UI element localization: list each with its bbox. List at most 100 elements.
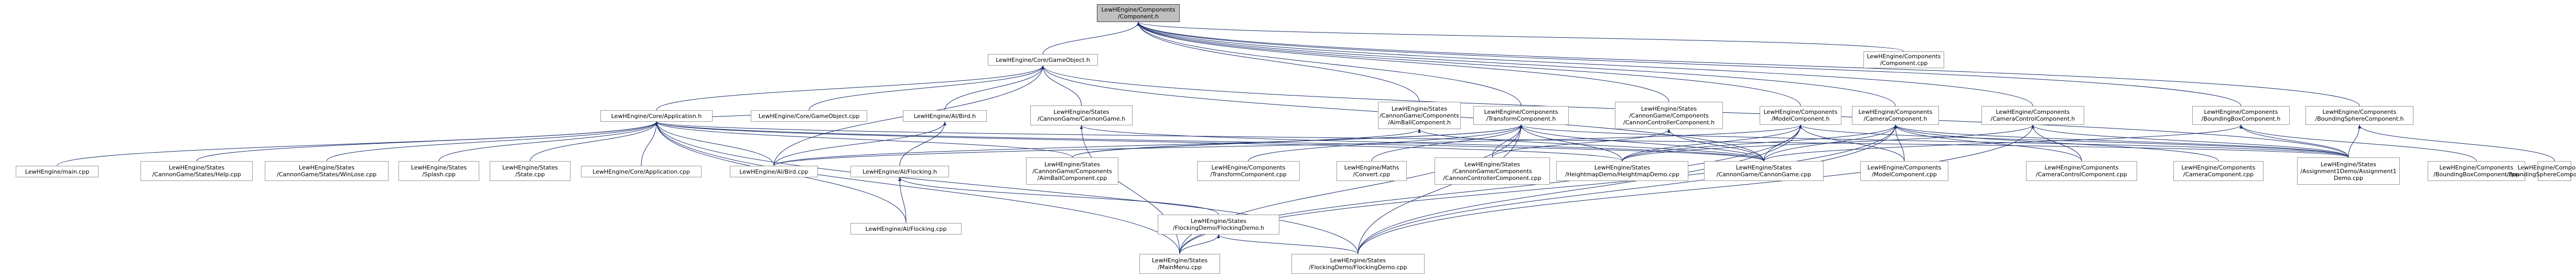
node-label-line: /CannonGame/Components xyxy=(1379,112,1459,119)
node-label-line: /CannonGame/States/Help.cpp xyxy=(152,171,241,178)
node-cameracomponent-h[interactable]: LewHEngine/Components/CameraComponent.h xyxy=(1852,106,1939,125)
node-label-line: /MainMenu.cpp xyxy=(1158,264,1202,271)
node-label-line: /ModelComponent.cpp xyxy=(1871,171,1937,178)
node-label-line: LewHEngine/Components xyxy=(2322,109,2397,115)
node-mainmenu-cpp[interactable]: LewHEngine/States/MainMenu.cpp xyxy=(1139,254,1220,274)
node-state-cpp[interactable]: LewHEngine/States/State.cpp xyxy=(490,161,570,181)
node-convert-cpp[interactable]: LewHEngine/Maths/Convert.cpp xyxy=(1336,161,1407,181)
edge-boundingbox_h-to-component_h xyxy=(1137,22,2241,106)
node-aiflocking-cpp[interactable]: LewHEngine/AI/Flocking.cpp xyxy=(850,223,962,235)
node-application-h[interactable]: LewHEngine/Core/Application.h xyxy=(600,110,713,122)
node-aibird-cpp[interactable]: LewHEngine/AI/Bird.cpp xyxy=(730,166,818,177)
edge-boundingsphere_h-to-component_h xyxy=(1137,22,2360,106)
node-component-cpp[interactable]: LewHEngine/Components/Component.cpp xyxy=(1863,51,1944,68)
node-cannoncontroller-h[interactable]: LewHEngine/States/CannonGame/Components/… xyxy=(1615,102,1723,129)
node-label-line: /BoundingSphereComponent.h xyxy=(2315,115,2404,122)
edge-aiflocking_h-to-aibird_h xyxy=(899,121,946,166)
node-aimballcomponent-cpp[interactable]: LewHEngine/States/CannonGame/Components/… xyxy=(1026,157,1118,185)
node-main-cpp[interactable]: LewHEngine/main.cpp xyxy=(16,166,99,177)
edge-mainmenu_cpp-to-application_h xyxy=(655,121,1180,254)
edge-flockingdemo_cpp-to-cameracontrol_h xyxy=(1357,124,2034,254)
node-transformcomponent-cpp[interactable]: LewHEngine/Components/TransformComponent… xyxy=(1197,161,1300,181)
node-label-line: LewHEngine/States xyxy=(1391,105,1448,112)
node-cannongame-cpp[interactable]: LewHEngine/States/CannonGame/CannonGame.… xyxy=(1704,161,1824,181)
node-cameracontrol-cpp[interactable]: LewHEngine/Components/CameraControlCompo… xyxy=(2026,161,2137,181)
node-label-line: LewHEngine/AI/Bird.cpp xyxy=(739,168,809,175)
node-label-line: LewHEngine/States xyxy=(502,164,558,171)
node-application-cpp[interactable]: LewHEngine/Core/Application.cpp xyxy=(581,166,702,177)
node-label-line: LewHEngine/Components xyxy=(2181,164,2256,171)
edge-splash_cpp-to-application_h xyxy=(438,121,658,162)
edge-heightmapdemo_cpp-to-cameracomponent_h xyxy=(1622,124,1897,162)
edge-cannongame_cpp-to-cannoncontroller_h xyxy=(1667,129,1764,162)
node-modelcomponent-h[interactable]: LewHEngine/Components/ModelComponent.h xyxy=(1760,106,1841,125)
node-label-line: LewHEngine/Components xyxy=(1996,109,2070,115)
node-cannoncontroller-cpp[interactable]: LewHEngine/States/CannonGame/Components/… xyxy=(1435,157,1550,185)
node-transformcomponent-h[interactable]: LewHEngine/Components/TransformComponent… xyxy=(1473,106,1569,125)
node-gameobject-h[interactable]: LewHEngine/Core/GameObject.h xyxy=(988,54,1098,66)
node-label-line: /Component.cpp xyxy=(1880,60,1928,67)
edge-flockingdemo_cpp-to-cameracomponent_h xyxy=(1357,124,1897,254)
node-label-line: /BoundingSphereComponent.cpp xyxy=(2506,171,2576,178)
edge-help_cpp-to-application_h xyxy=(196,121,658,162)
node-label-line: /CannonGame/States/WinLose.cpp xyxy=(276,171,377,178)
node-label-line: LewHEngine/Components xyxy=(1867,164,1942,171)
edge-aibird_cpp-to-application_h xyxy=(655,121,774,166)
edge-gameobject_cpp-to-gameobject_h xyxy=(809,65,1044,111)
node-help-cpp[interactable]: LewHEngine/States/CannonGame/States/Help… xyxy=(141,161,253,181)
node-label-line: /Component.h xyxy=(1117,13,1159,20)
node-label-line: /CameraControlComponent.h xyxy=(1990,115,2075,122)
node-splash-cpp[interactable]: LewHEngine/States/Splash.cpp xyxy=(398,161,479,181)
edge-heightmapdemo_cpp-to-cameracontrol_h xyxy=(1622,124,2034,162)
node-label-line: LewHEngine/States xyxy=(1190,218,1247,225)
edge-winlose_cpp-to-application_h xyxy=(326,121,658,162)
node-label-line: /Convert.cpp xyxy=(1353,171,1391,178)
edge-modelcomponent_h-to-component_h xyxy=(1137,22,1801,106)
edge-heightmapdemo_cpp-to-application_h xyxy=(655,121,1623,162)
node-label-line: /AimBallComponent.cpp xyxy=(1037,174,1107,182)
node-label-line: LewHEngine/AI/Flocking.cpp xyxy=(865,225,947,232)
node-aibird-h[interactable]: LewHEngine/AI/Bird.h xyxy=(903,110,987,122)
node-label-line: /CameraComponent.cpp xyxy=(2183,171,2254,178)
node-boundingbox-h[interactable]: LewHEngine/Components/BoundingBoxCompone… xyxy=(2192,106,2290,125)
node-label-line: /CameraControlComponent.cpp xyxy=(2035,171,2127,178)
edge-aibird_h-to-gameobject_h xyxy=(944,65,1044,111)
node-aimballcomponent-h[interactable]: LewHEngine/States/CannonGame/Components/… xyxy=(1378,102,1461,129)
node-component-h: LewHEngine/Components/Component.h xyxy=(1097,4,1180,22)
node-heightmapdemo-cpp[interactable]: LewHEngine/States/HeightmapDemo/Heightma… xyxy=(1556,161,1688,181)
node-label-line: /BoundingBoxComponent.cpp xyxy=(2433,171,2519,178)
edge-modelcomponent_cpp-to-modelcomponent_h xyxy=(1799,124,1905,162)
node-winlose-cpp[interactable]: LewHEngine/States/CannonGame/States/WinL… xyxy=(265,161,389,181)
node-label-line: /FlockingDemo/FlockingDemo.h xyxy=(1172,225,1265,231)
edge-cannongame_cpp-to-transformcomponent_h xyxy=(1519,124,1764,162)
node-aiflocking-h[interactable]: LewHEngine/AI/Flocking.h xyxy=(850,166,949,177)
node-modelcomponent-cpp[interactable]: LewHEngine/Components/ModelComponent.cpp xyxy=(1860,161,1948,181)
node-boundingsphere-h[interactable]: LewHEngine/Components/BoundingSphereComp… xyxy=(2305,106,2413,125)
node-label-line: LewHEngine/States xyxy=(1151,257,1208,264)
edge-main_cpp-to-application_h xyxy=(57,121,658,166)
node-assignment1-cpp[interactable]: LewHEngine/States/Assignment1Demo/Assign… xyxy=(2297,157,2400,185)
node-flockingdemo-h[interactable]: LewHEngine/States/FlockingDemo/FlockingD… xyxy=(1158,215,1279,235)
node-label-line: /CannonGame/Components xyxy=(1032,167,1112,175)
node-label-line: LewHEngine/States xyxy=(1594,164,1651,171)
node-label-line: LewHEngine/States xyxy=(1464,161,1521,168)
edge-application_h-to-gameobject_h xyxy=(656,65,1044,111)
node-gameobject-cpp[interactable]: LewHEngine/Core/GameObject.cpp xyxy=(751,110,867,122)
node-label-line: /TransformComponent.h xyxy=(1486,115,1556,122)
node-label-line: LewHEngine/Components xyxy=(1484,109,1558,115)
node-label-line: LewHEngine/Components xyxy=(1867,53,1941,60)
edge-application_cpp-to-application_h xyxy=(641,121,658,166)
node-boundingsphere-cpp[interactable]: LewHEngine/Components/BoundingSphereComp… xyxy=(2507,161,2576,181)
edge-cannongame_cpp-to-cannongame_h xyxy=(1080,125,1764,162)
edge-mainmenu_cpp-to-cameracomponent_h xyxy=(1179,124,1897,254)
edge-cameracontrol_cpp-to-cameracomponent_h xyxy=(1894,124,2082,162)
node-label-line: LewHEngine/Components xyxy=(2204,109,2278,115)
node-flockingdemo-cpp[interactable]: LewHEngine/States/FlockingDemo/FlockingD… xyxy=(1291,254,1425,274)
node-label-line: LewHEngine/States xyxy=(1330,257,1386,264)
node-label-line: /CameraComponent.h xyxy=(1863,115,1927,122)
node-cameracontrol-h[interactable]: LewHEngine/Components/CameraControlCompo… xyxy=(1981,106,2084,125)
node-cannongame-h[interactable]: LewHEngine/States/CannonGame/CannonGame.… xyxy=(1030,105,1133,125)
node-boundingbox-cpp[interactable]: LewHEngine/Components/BoundingBoxCompone… xyxy=(2428,161,2525,181)
node-cameracomponent-cpp[interactable]: LewHEngine/Components/CameraComponent.cp… xyxy=(2173,161,2264,181)
